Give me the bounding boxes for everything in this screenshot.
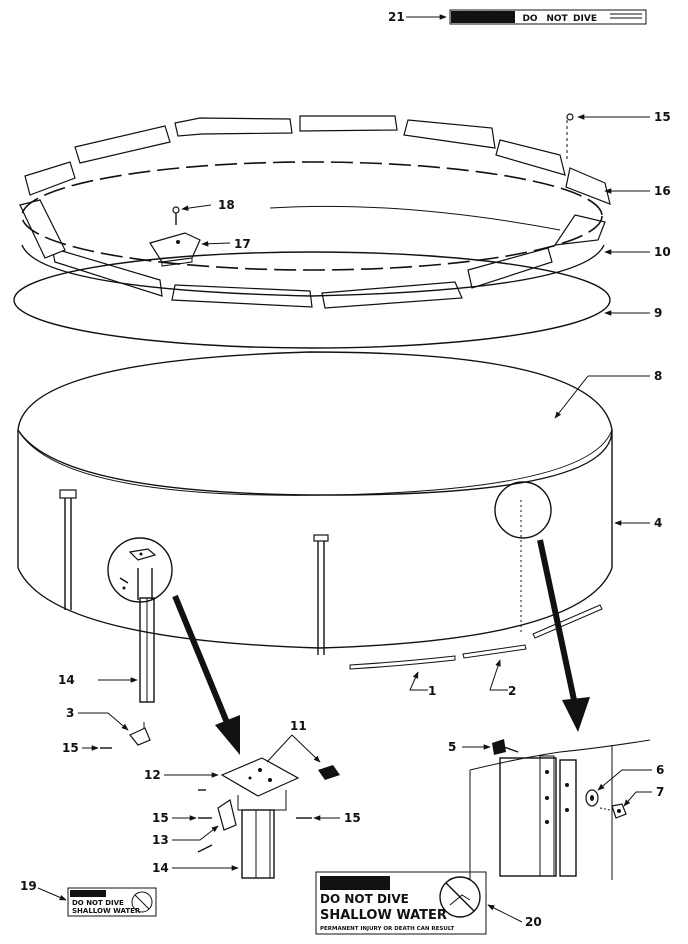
detail-arrows — [172, 539, 590, 755]
leader-17 — [201, 240, 231, 247]
leader-18 — [181, 204, 212, 211]
label-5: 5 — [448, 740, 456, 754]
detail-circle-left — [107, 537, 173, 603]
label-2: 2 — [508, 684, 516, 698]
label-8: 8 — [654, 369, 662, 383]
screws-15-detail — [197, 789, 312, 853]
top-sticker-not: NOT — [546, 14, 568, 24]
label-21: 21 — [388, 10, 405, 24]
bottom-plate-3 — [129, 722, 151, 746]
label-15-detail-left: 15 — [152, 811, 169, 825]
label-7: 7 — [656, 785, 664, 799]
washer-6 — [585, 789, 599, 807]
cap-11 — [318, 765, 340, 780]
label-6: 6 — [656, 763, 664, 777]
label-19: 19 — [20, 879, 37, 893]
small-sticker-danger: DANGER — [74, 891, 103, 898]
large-sticker-danger: DANGER — [331, 879, 378, 890]
large-sticker-line2: SHALLOW WATER — [320, 908, 447, 923]
label-17: 17 — [234, 237, 251, 251]
label-4: 4 — [654, 516, 662, 530]
screw-15-top — [566, 113, 574, 160]
label-20: 20 — [525, 915, 542, 929]
label-1: 1 — [428, 684, 436, 698]
small-warning-sticker: DANGER DO NOT DIVE SHALLOW WATER — [67, 887, 157, 917]
label-10: 10 — [654, 245, 671, 259]
liner-ring — [13, 251, 611, 349]
leader-3 — [78, 712, 129, 731]
leader-7 — [623, 791, 652, 807]
bottom-tracks — [349, 604, 603, 670]
label-14-top: 14 — [58, 673, 75, 687]
leader-11b — [291, 734, 321, 763]
screw-18 — [172, 206, 180, 225]
small-sticker-line2: SHALLOW WATER — [72, 907, 141, 915]
top-sticker-danger: DANGER — [462, 14, 505, 24]
large-sticker-line3: PERMANENT INJURY OR DEATH CAN RESULT — [320, 926, 454, 932]
detail-circle-right — [494, 481, 552, 539]
bolt-5 — [492, 739, 519, 755]
small-sticker-line1: DO NOT DIVE — [72, 899, 124, 907]
pool-wall — [17, 351, 613, 655]
label-15-left: 15 — [62, 741, 79, 755]
leader-6 — [597, 769, 652, 791]
leader-13 — [172, 825, 219, 841]
top-rail — [21, 161, 605, 297]
wall-joint-detail — [469, 739, 651, 880]
label-13: 13 — [152, 833, 169, 847]
nut-7 — [599, 803, 627, 819]
leader-1 — [409, 671, 428, 691]
label-15-detail-right: 15 — [344, 811, 361, 825]
label-14-bottom: 14 — [152, 861, 169, 875]
leader-19 — [37, 887, 67, 901]
label-15-top: 15 — [654, 110, 671, 124]
large-sticker-line1: DO NOT DIVE — [320, 892, 409, 906]
upright-post — [139, 597, 155, 703]
top-ledge-seats — [19, 115, 611, 309]
top-plate-assembly — [217, 757, 300, 879]
leader-8 — [554, 375, 589, 419]
leader-11a — [266, 734, 293, 763]
label-3: 3 — [66, 706, 74, 720]
top-warning-sticker: DANGER DO NOT DIVE — [449, 9, 647, 25]
label-9: 9 — [654, 306, 662, 320]
detail-left-contents — [119, 548, 157, 600]
label-16: 16 — [654, 184, 671, 198]
large-warning-sticker: DANGER DO NOT DIVE SHALLOW WATER PERMANE… — [315, 871, 487, 935]
stabilizer-plate — [149, 232, 201, 267]
top-sticker-dive: DIVE — [573, 14, 597, 24]
leader-2 — [489, 659, 508, 691]
top-sticker-do: DO — [522, 14, 537, 24]
label-11: 11 — [290, 719, 307, 733]
label-18: 18 — [218, 198, 235, 212]
label-12: 12 — [144, 768, 161, 782]
leader-20 — [487, 904, 523, 923]
